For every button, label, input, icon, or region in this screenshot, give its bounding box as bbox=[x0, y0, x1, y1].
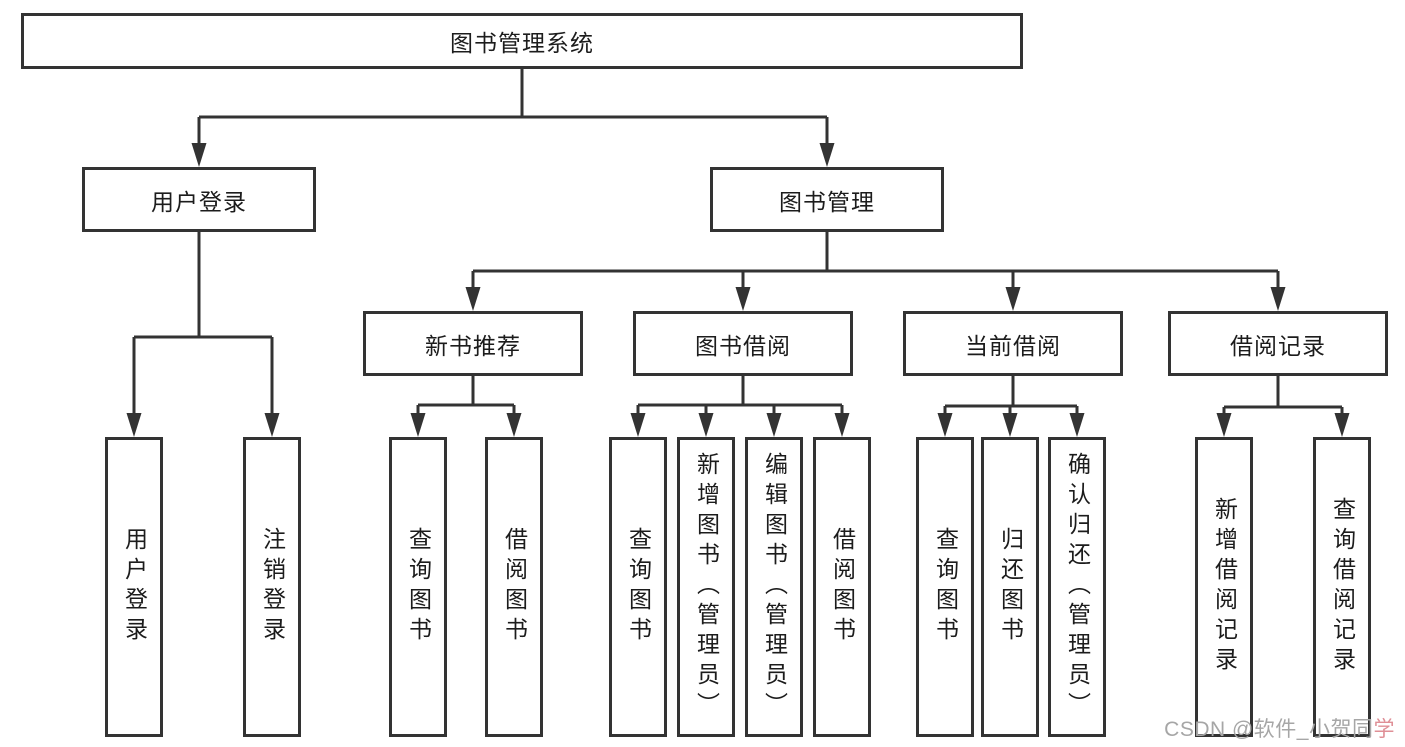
arrow-down-icon bbox=[937, 413, 953, 437]
node-label: 查询图书 bbox=[625, 527, 652, 647]
node-label: 编辑图书（管理员） bbox=[761, 452, 788, 722]
watermark-text: CSDN @软件_小贺同 bbox=[1164, 718, 1374, 741]
arrow-down-icon bbox=[410, 413, 426, 437]
node-book-borrowing: 图书借阅 bbox=[633, 311, 853, 376]
arrow-down-icon bbox=[698, 413, 714, 437]
node-label: 新书推荐 bbox=[425, 332, 521, 359]
node-label: 归还图书 bbox=[997, 527, 1024, 647]
leaf-query-books-1: 查询图书 bbox=[389, 437, 447, 737]
connector-borrow-records bbox=[1222, 375, 1344, 418]
node-label: 借阅图书 bbox=[829, 527, 856, 647]
node-user-login: 用户登录 bbox=[82, 167, 316, 232]
leaf-logout: 注销登录 bbox=[243, 437, 301, 737]
node-book-management: 图书管理 bbox=[710, 167, 944, 232]
arrow-down-icon bbox=[506, 413, 522, 437]
leaf-query-books-3: 查询图书 bbox=[916, 437, 974, 737]
leaf-edit-book-admin: 编辑图书（管理员） bbox=[745, 437, 803, 737]
node-label: 用户登录 bbox=[121, 527, 148, 647]
arrow-down-icon bbox=[1069, 413, 1085, 437]
arrow-down-icon bbox=[1005, 287, 1021, 311]
arrow-down-icon bbox=[126, 413, 142, 437]
arrow-down-icon bbox=[465, 287, 481, 311]
arrow-down-icon bbox=[1334, 413, 1350, 437]
node-root: 图书管理系统 bbox=[21, 13, 1023, 69]
leaf-borrow-books-1: 借阅图书 bbox=[485, 437, 543, 737]
connector-new-book bbox=[416, 375, 516, 418]
node-label: 确认归还（管理员） bbox=[1064, 452, 1091, 722]
arrow-down-icon bbox=[630, 413, 646, 437]
node-label: 当前借阅 bbox=[965, 332, 1061, 359]
leaf-return-books: 归还图书 bbox=[981, 437, 1039, 737]
connector-book-management bbox=[471, 231, 1280, 292]
node-label: 新增图书（管理员） bbox=[693, 452, 720, 722]
arrow-down-icon bbox=[1216, 413, 1232, 437]
leaf-add-book-admin: 新增图书（管理员） bbox=[677, 437, 735, 737]
arrow-down-icon bbox=[264, 413, 280, 437]
node-borrow-records: 借阅记录 bbox=[1168, 311, 1388, 376]
leaf-query-books-2: 查询图书 bbox=[609, 437, 667, 737]
node-label: 注销登录 bbox=[259, 527, 286, 647]
node-label: 图书借阅 bbox=[695, 332, 791, 359]
leaf-confirm-return-admin: 确认归还（管理员） bbox=[1048, 437, 1106, 737]
arrow-down-icon bbox=[1002, 413, 1018, 437]
node-label: 借阅图书 bbox=[501, 527, 528, 647]
arrow-down-icon bbox=[766, 413, 782, 437]
node-label: 新增借阅记录 bbox=[1211, 497, 1238, 677]
node-label: 用户登录 bbox=[151, 188, 247, 215]
arrowheads bbox=[126, 143, 1350, 437]
watermark: CSDN @软件_小贺同学 bbox=[1164, 713, 1395, 743]
node-label: 图书管理系统 bbox=[450, 30, 594, 56]
connector-current-borrowing bbox=[943, 375, 1079, 418]
connector-book-borrowing bbox=[636, 375, 844, 418]
node-label: 查询借阅记录 bbox=[1329, 497, 1356, 677]
node-label: 查询图书 bbox=[405, 527, 432, 647]
arrow-down-icon bbox=[819, 143, 835, 167]
arrow-down-icon bbox=[834, 413, 850, 437]
arrow-down-icon bbox=[1270, 287, 1286, 311]
arrow-down-icon bbox=[735, 287, 751, 311]
node-label: 借阅记录 bbox=[1230, 332, 1326, 359]
connector-user-login bbox=[132, 231, 274, 418]
connector-root bbox=[197, 66, 829, 148]
leaf-user-login: 用户登录 bbox=[105, 437, 163, 737]
leaf-query-borrow-record: 查询借阅记录 bbox=[1313, 437, 1371, 737]
watermark-accent: 学 bbox=[1373, 718, 1395, 741]
node-current-borrowing: 当前借阅 bbox=[903, 311, 1123, 376]
node-label: 查询图书 bbox=[932, 527, 959, 647]
node-label: 图书管理 bbox=[779, 188, 875, 215]
node-new-book-recommend: 新书推荐 bbox=[363, 311, 583, 376]
leaf-borrow-books-2: 借阅图书 bbox=[813, 437, 871, 737]
arrow-down-icon bbox=[191, 143, 207, 167]
leaf-add-borrow-record: 新增借阅记录 bbox=[1195, 437, 1253, 737]
